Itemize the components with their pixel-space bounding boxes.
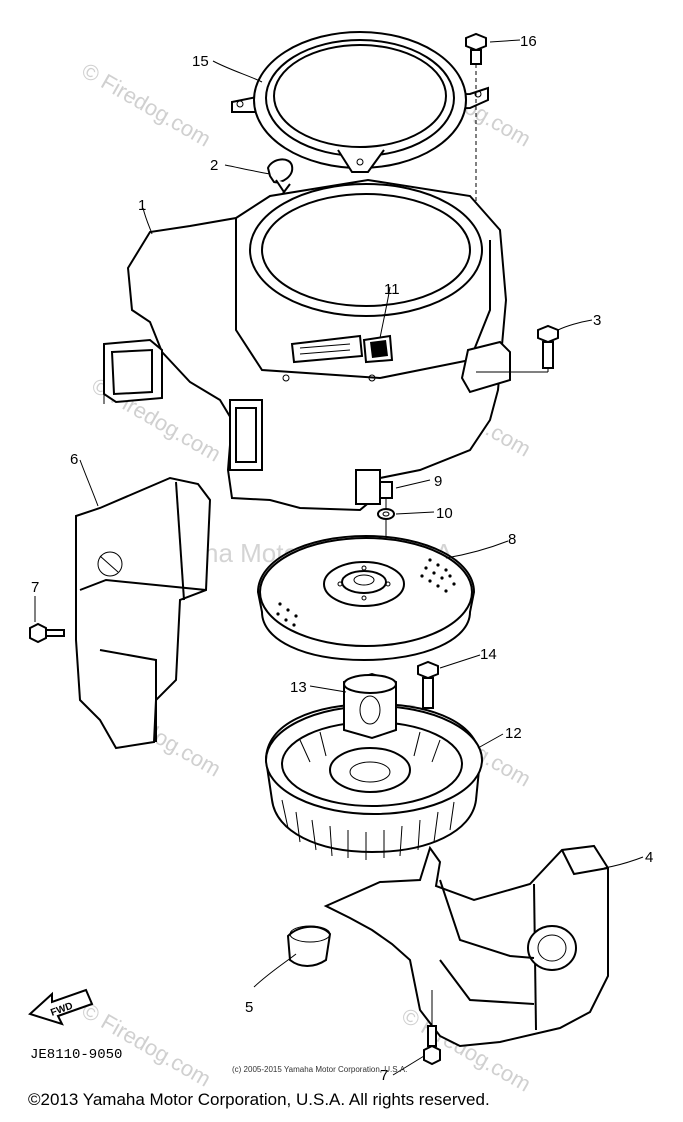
callout-12: 12 <box>505 725 522 742</box>
callout-7-bottom: 7 <box>380 1067 388 1084</box>
callout-13: 13 <box>290 679 307 696</box>
part-14-bolt <box>417 660 439 709</box>
callout-7-left: 7 <box>31 579 39 596</box>
copyright-notice: ©2013 Yamaha Motor Corporation, U.S.A. A… <box>28 1090 490 1109</box>
watermark-site: © Firedog.com <box>78 998 216 1092</box>
callout-8: 8 <box>508 531 516 548</box>
part-3-bolt <box>537 324 559 369</box>
callout-6: 6 <box>70 451 78 468</box>
callout-labels: 15 16 2 1 3 11 6 7 9 10 8 14 13 12 4 5 7 <box>31 33 653 1084</box>
part-7-bolt-bottom <box>423 990 441 1066</box>
callout-4: 4 <box>645 849 653 866</box>
part-10-washer <box>377 508 395 520</box>
part-7-bolt-left <box>29 622 65 644</box>
leader-lines <box>34 39 644 1076</box>
part-5-grommet <box>286 925 332 967</box>
callout-16: 16 <box>520 33 537 50</box>
part-13-hub <box>343 672 397 740</box>
callout-14: 14 <box>480 646 497 663</box>
small-copyright: (c) 2005-2015 Yamaha Motor Corporation, … <box>232 1065 407 1074</box>
part-1-housing <box>103 178 549 512</box>
part-8-flywheel <box>256 534 476 662</box>
callout-11: 11 <box>384 281 400 298</box>
callout-3: 3 <box>593 312 601 329</box>
callout-15: 15 <box>192 53 209 70</box>
callout-1: 1 <box>138 197 146 214</box>
diagram-code: JE8110-9050 <box>30 1047 122 1063</box>
part-4-cover <box>323 844 609 1048</box>
part-15-ring <box>231 31 489 173</box>
callout-2: 2 <box>210 157 218 174</box>
callout-10: 10 <box>436 505 453 522</box>
watermark-site: © Firedog.com <box>78 58 216 152</box>
callout-9: 9 <box>434 473 442 490</box>
part-12-fan <box>264 702 483 860</box>
part-6-cover <box>75 476 212 750</box>
callout-5: 5 <box>245 999 253 1016</box>
